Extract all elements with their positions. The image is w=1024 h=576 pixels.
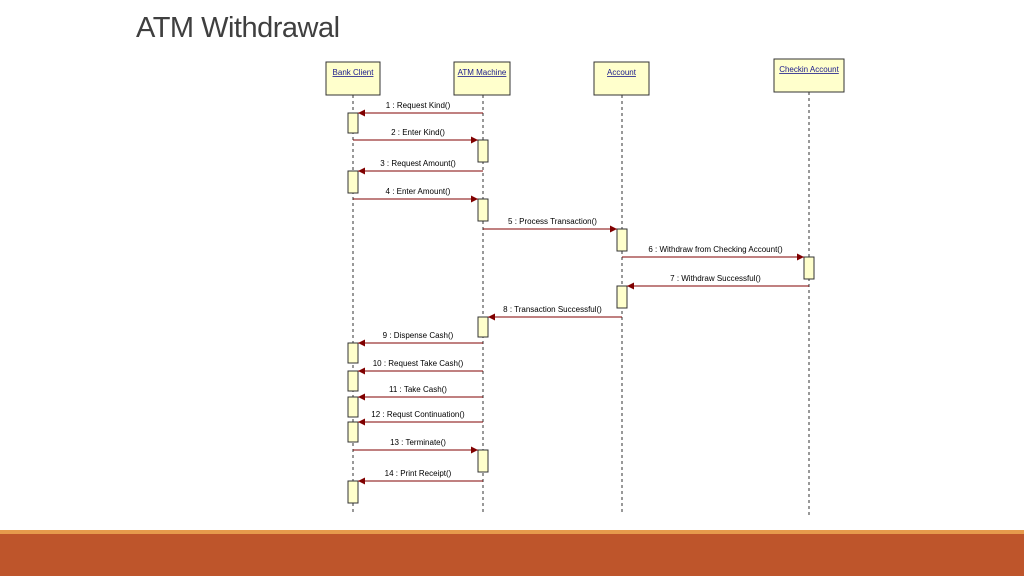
message-10: 10 : Request Take Cash() (358, 359, 483, 375)
message-14: 14 : Print Receipt() (358, 469, 483, 485)
message-11: 11 : Take Cash() (358, 385, 483, 401)
activation-bar (616, 285, 628, 309)
message-label: 5 : Process Transaction() (508, 217, 597, 226)
activations-layer (347, 112, 815, 504)
lifeline-checkin-account: Checkin Account (773, 58, 845, 515)
message-arrowhead (358, 477, 365, 485)
sequence-diagram: Bank Client ATM Machine Account Checkin Acc… (325, 58, 845, 515)
message-label: 10 : Request Take Cash() (373, 359, 464, 368)
footer-accent-line (0, 530, 1024, 534)
message-label: 1 : Request Kind() (386, 101, 451, 110)
activation-bar (347, 421, 359, 443)
message-3: 3 : Request Amount() (358, 159, 483, 175)
lifeline-box (453, 61, 511, 96)
activation-bar (347, 370, 359, 392)
message-arrowhead (358, 109, 365, 117)
message-label: 9 : Dispense Cash() (383, 331, 454, 340)
message-label: 2 : Enter Kind() (391, 128, 445, 137)
activation-bar (803, 256, 815, 280)
message-1: 1 : Request Kind() (358, 101, 483, 117)
message-arrowhead (471, 195, 478, 203)
message-6: 6 : Withdraw from Checking Account() (622, 245, 804, 261)
lifeline-label: Checkin Account (779, 65, 839, 74)
activation-bar (347, 480, 359, 504)
message-arrowhead (627, 282, 634, 290)
message-arrowhead (471, 136, 478, 144)
message-arrowhead (610, 225, 617, 233)
activation-bar (477, 198, 489, 222)
message-arrowhead (358, 418, 365, 426)
lifeline-bank-client: Bank Client (325, 61, 381, 515)
lifeline-label: Account (607, 68, 637, 77)
message-label: 12 : Requst Continuation() (371, 410, 465, 419)
activation-bar (347, 170, 359, 194)
activation-bar (616, 228, 628, 252)
activation-bar (347, 342, 359, 364)
message-arrowhead (358, 393, 365, 401)
message-label: 7 : Withdraw Successful() (670, 274, 761, 283)
lifeline-box (773, 58, 845, 93)
message-13: 13 : Terminate() (353, 438, 478, 454)
message-label: 6 : Withdraw from Checking Account() (648, 245, 783, 254)
message-4: 4 : Enter Amount() (353, 187, 478, 203)
message-arrowhead (797, 253, 804, 261)
activation-bar (347, 112, 359, 134)
activation-bar (477, 139, 489, 163)
message-label: 11 : Take Cash() (389, 385, 447, 394)
message-label: 3 : Request Amount() (380, 159, 456, 168)
message-arrowhead (358, 339, 365, 347)
lifeline-box (593, 61, 650, 96)
lifeline-label: ATM Machine (458, 68, 507, 77)
message-arrowhead (488, 313, 495, 321)
message-arrowhead (358, 367, 365, 375)
footer-band (0, 530, 1024, 576)
message-arrowhead (471, 446, 478, 454)
lifeline-box (325, 61, 381, 96)
message-label: 4 : Enter Amount() (386, 187, 451, 196)
message-9: 9 : Dispense Cash() (358, 331, 483, 347)
message-12: 12 : Requst Continuation() (358, 410, 483, 426)
message-label: 13 : Terminate() (390, 438, 446, 447)
lifeline-label: Bank Client (333, 68, 375, 77)
message-arrowhead (358, 167, 365, 175)
lifeline-atm-machine: ATM Machine (453, 61, 511, 515)
message-8: 8 : Transaction Successful() (488, 305, 622, 321)
activation-bar (477, 449, 489, 473)
activation-bar (477, 316, 489, 338)
message-5: 5 : Process Transaction() (483, 217, 617, 233)
slide-title: ATM Withdrawal (136, 12, 340, 44)
message-label: 14 : Print Receipt() (385, 469, 452, 478)
message-2: 2 : Enter Kind() (353, 128, 478, 144)
message-label: 8 : Transaction Successful() (503, 305, 602, 314)
message-7: 7 : Withdraw Successful() (627, 274, 809, 290)
activation-bar (347, 396, 359, 418)
messages-layer: 1 : Request Kind() 2 : Enter Kind() 3 : Re… (353, 101, 809, 485)
